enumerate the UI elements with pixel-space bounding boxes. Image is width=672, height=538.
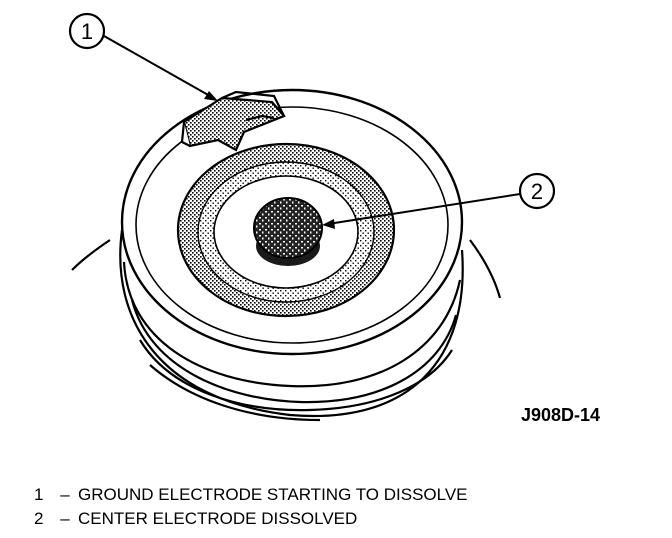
legend-item: 1–GROUND ELECTRODE STARTING TO DISSOLVE [34, 483, 468, 507]
legend-item-number: 2 [34, 509, 44, 528]
plug-shell [71, 229, 502, 422]
figure-id-label: J908D-14 [521, 405, 600, 425]
callout-1-number: 1 [81, 19, 93, 44]
plug-rim-inner [135, 106, 449, 344]
legend-item-number: 1 [34, 485, 44, 504]
legend: 1–GROUND ELECTRODE STARTING TO DISSOLVE … [34, 483, 468, 531]
ground-electrode [180, 90, 286, 152]
legend-item: 2–CENTER ELECTRODE DISSOLVED [34, 507, 468, 531]
legend-item-text: CENTER ELECTRODE DISSOLVED [78, 509, 358, 528]
legend-item-dash: – [60, 485, 70, 504]
callout-2: 2 [322, 172, 556, 229]
center-electrode [253, 197, 323, 266]
callout-2-number: 2 [531, 179, 543, 204]
callout-1: 1 [68, 12, 218, 101]
legend-item-dash: – [60, 509, 70, 528]
legend-item-text: GROUND ELECTRODE STARTING TO DISSOLVE [78, 485, 468, 504]
